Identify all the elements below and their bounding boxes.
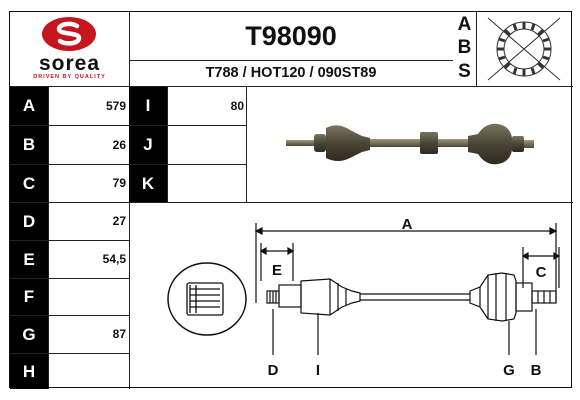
dim-value-g: 87 <box>112 327 126 341</box>
diagram-label-c: C <box>536 264 547 281</box>
brand-name: sorea <box>38 52 101 75</box>
dim-letter-j: J <box>129 126 167 164</box>
dim-letter-f: F <box>10 279 48 315</box>
dim-value-k <box>167 165 247 202</box>
dim-value-d: 27 <box>112 214 126 228</box>
dim-letter-c: C <box>10 165 48 202</box>
dim-letter-k: K <box>129 165 167 202</box>
diagram-label-d: D <box>268 362 279 379</box>
product-sheet: sorea DRIVEN BY QUALITY T98090 T788 / HO… <box>9 11 573 389</box>
part-references: T788 / HOT120 / 090ST89 <box>205 65 377 81</box>
abs-indicator: A B S <box>453 12 476 86</box>
dim-letter-a: A <box>10 87 48 125</box>
dim-value-b: 26 <box>112 138 126 152</box>
sorea-logo-icon <box>42 17 96 51</box>
drive-shaft-photo <box>286 123 534 165</box>
abs-letter-s: S <box>458 61 471 82</box>
diagram-label-g: G <box>503 362 515 379</box>
dim-value-a: 579 <box>105 99 126 113</box>
dim-value-h <box>48 354 129 389</box>
dim-value-f <box>48 279 129 315</box>
dim-letter-h: H <box>10 354 48 389</box>
diagram-label-b: B <box>531 362 542 379</box>
abs-letter-a: A <box>457 14 472 35</box>
no-abs-ring-icon <box>487 17 561 81</box>
brand-tagline: DRIVEN BY QUALITY <box>33 74 106 80</box>
part-number: T98090 <box>245 21 337 51</box>
dim-letter-e: E <box>10 241 48 278</box>
diagram-label-i: I <box>316 362 320 379</box>
dimension-diagram: A E C D I G B <box>167 216 561 379</box>
dim-value-c: 79 <box>112 176 126 190</box>
dim-value-e: 54,5 <box>102 252 126 266</box>
abs-letter-b: B <box>457 37 472 58</box>
dim-letter-i: I <box>129 87 167 125</box>
dim-letter-g: G <box>10 316 48 353</box>
dim-value-i: 80 <box>230 99 244 113</box>
dim-value-j <box>167 126 247 164</box>
dim-letter-b: B <box>10 126 48 164</box>
dim-letter-d: D <box>10 203 48 240</box>
diagram-label-a: A <box>402 216 413 233</box>
diagram-label-e: E <box>272 262 282 279</box>
brand-logo: sorea DRIVEN BY QUALITY <box>10 12 129 86</box>
